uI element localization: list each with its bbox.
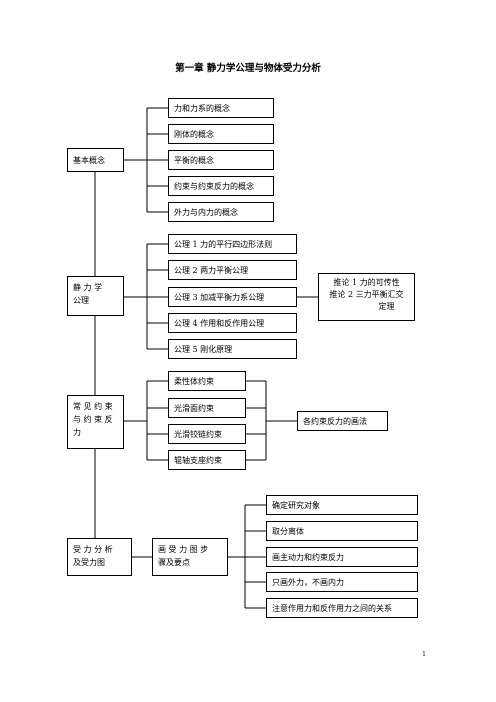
step-item: 只画外力，不画内力 (266, 572, 418, 592)
axiom-item: 公理 4 作用和反作用公理 (168, 313, 297, 333)
basic-concept-item: 力和力系的概念 (168, 98, 274, 118)
constraint-item: 光滑铰链约束 (168, 424, 246, 444)
corollary-2: 推论 2 三力平衡汇交 (329, 290, 404, 299)
statics-axioms-box: 静 力 学 公理 (67, 276, 124, 316)
basic-concept-item: 约束与约束反力的概念 (168, 176, 274, 196)
diagram-steps-box: 画 受 力 图 步 骤及要点 (152, 538, 228, 576)
step-item: 画主动力和约束反力 (266, 547, 418, 567)
force-analysis-box: 受 力 分 析 及受力图 (67, 538, 132, 576)
corollaries-box: 推论 1 力的可传性 推论 2 三力平衡汇交 定理 (318, 273, 415, 321)
constraint-item: 辊轴支座约束 (168, 450, 246, 470)
axiom-item: 公理 2 两力平衡公理 (168, 260, 297, 280)
chapter-title: 第一章 静力学公理与物体受力分析 (175, 63, 321, 74)
basic-concept-item: 外力与内力的概念 (168, 202, 274, 222)
basic-concepts-box: 基本概念 (67, 148, 124, 172)
constraint-item: 柔性体约束 (168, 371, 246, 391)
constraint-result-box: 各约束反力的画法 (297, 411, 388, 431)
page-number: 1 (422, 651, 426, 658)
corollary-2-cont: 定理 (378, 302, 395, 311)
step-item: 取分离体 (266, 521, 418, 541)
step-item: 确定研究对象 (266, 495, 418, 515)
axiom-item: 公理 1 力的平行四边形法则 (168, 234, 297, 254)
corollary-1: 推论 1 力的可传性 (333, 278, 400, 287)
basic-concept-item: 刚体的概念 (168, 124, 274, 144)
axiom-item: 公理 5 刚化原理 (168, 339, 297, 359)
axiom-item: 公理 3 加减平衡力系公理 (168, 287, 297, 307)
step-item: 注意作用力和反作用力之间的关系 (266, 598, 418, 618)
constraints-box: 常 见 约 束 与 约 束 反 力 (67, 395, 124, 449)
basic-concept-item: 平衡的概念 (168, 150, 274, 170)
constraint-item: 光滑面约束 (168, 398, 246, 418)
